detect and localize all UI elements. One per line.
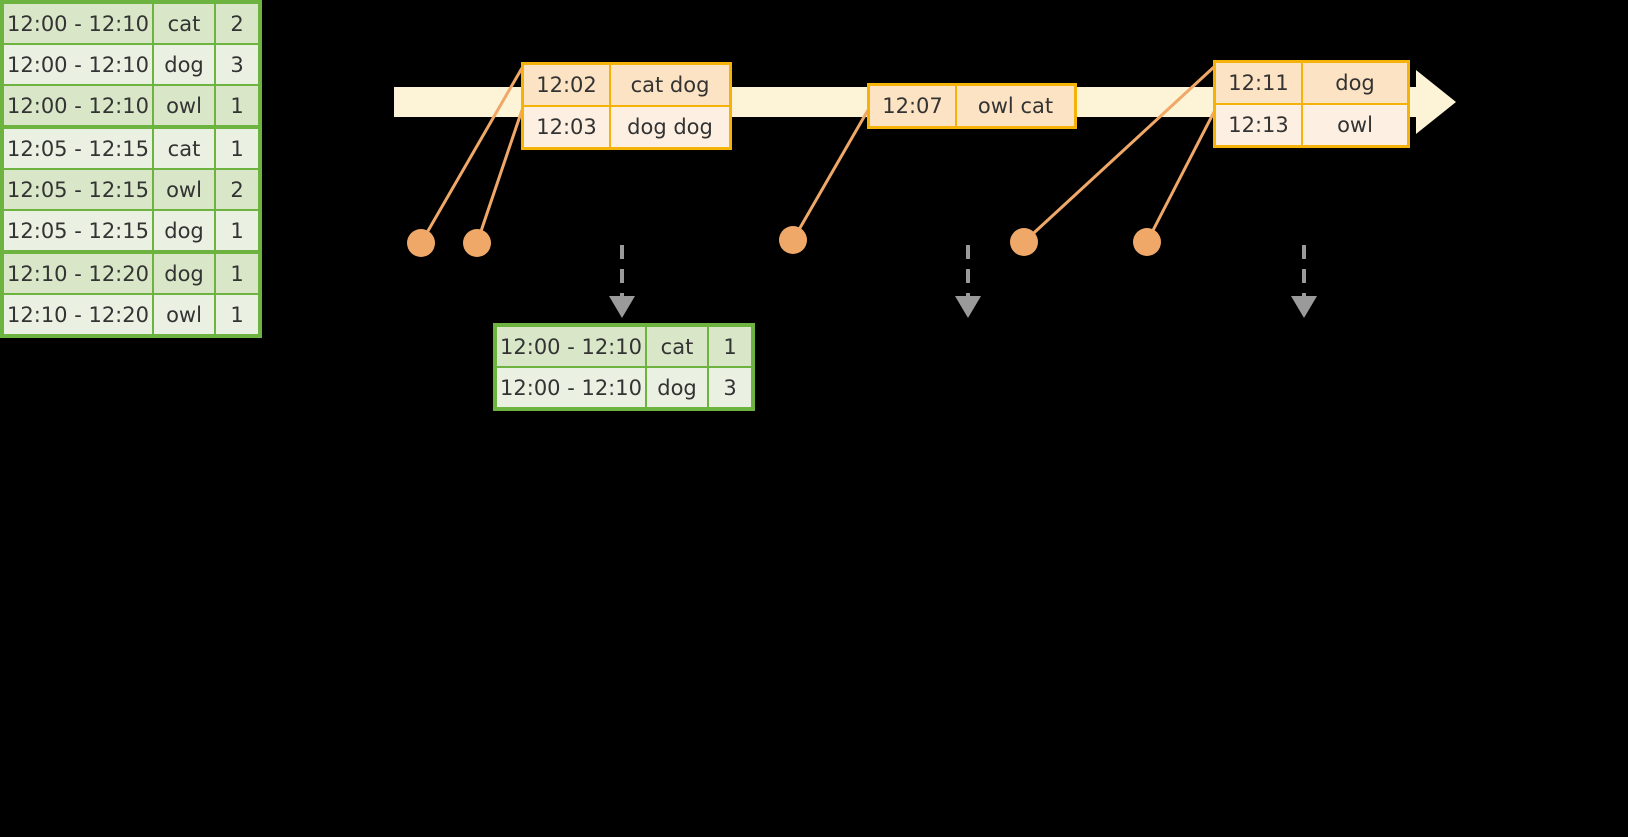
event-value: owl cat <box>957 86 1074 126</box>
event-timestamp: 12:03 <box>524 107 611 147</box>
event-timestamp: 12:02 <box>524 65 611 105</box>
connector-lines <box>419 64 1217 244</box>
dashed-arrows <box>609 245 1317 318</box>
event-timestamp: 12:13 <box>1216 105 1303 145</box>
window-range: 12:00 - 12:10 <box>4 86 154 125</box>
window-range: 12:05 - 12:15 <box>4 129 154 168</box>
word-count: 1 <box>216 129 258 168</box>
dashed-arrow-1-head-icon <box>609 296 635 318</box>
word-key: dog <box>154 45 216 84</box>
connector-dot-4 <box>1010 228 1038 256</box>
event-timestamp: 12:11 <box>1216 63 1303 103</box>
word-key: owl <box>154 170 216 209</box>
connector-dot-2 <box>463 229 491 257</box>
word-key: cat <box>154 129 216 168</box>
word-count: 1 <box>216 211 258 250</box>
word-count: 2 <box>216 170 258 209</box>
word-key: cat <box>647 327 709 366</box>
word-key: dog <box>647 368 709 407</box>
word-count: 1 <box>216 86 258 125</box>
timeline-arrowhead-icon <box>1416 70 1456 134</box>
window-range: 12:10 - 12:20 <box>4 295 154 334</box>
event-value: owl <box>1303 105 1407 145</box>
window-range: 12:00 - 12:10 <box>497 368 647 407</box>
connector-line-5 <box>1145 109 1217 243</box>
word-key: owl <box>154 86 216 125</box>
dashed-arrow-2-head-icon <box>955 296 981 318</box>
window-range: 12:00 - 12:10 <box>497 327 647 366</box>
window-range: 12:00 - 12:10 <box>4 45 154 84</box>
window-range: 12:00 - 12:10 <box>4 4 154 43</box>
dashed-arrow-3-head-icon <box>1291 296 1317 318</box>
window-range: 12:10 - 12:20 <box>4 254 154 293</box>
connector-line-1 <box>419 67 524 244</box>
connector-dot-3 <box>779 226 807 254</box>
word-key: dog <box>154 211 216 250</box>
connector-dots <box>407 226 1161 257</box>
word-count: 3 <box>216 45 258 84</box>
window-range: 12:05 - 12:15 <box>4 211 154 250</box>
connector-line-3 <box>791 109 870 241</box>
connector-line-4 <box>1022 64 1217 244</box>
word-count: 1 <box>709 327 751 366</box>
event-value: cat dog <box>611 65 729 105</box>
word-count: 2 <box>216 4 258 43</box>
word-key: owl <box>154 295 216 334</box>
event-value: dog <box>1303 63 1407 103</box>
word-key: dog <box>154 254 216 293</box>
word-count: 1 <box>216 295 258 334</box>
connector-dot-5 <box>1133 228 1161 256</box>
word-count: 3 <box>709 368 751 407</box>
window-range: 12:05 - 12:15 <box>4 170 154 209</box>
word-key: cat <box>154 4 216 43</box>
word-count: 1 <box>216 254 258 293</box>
connector-dot-1 <box>407 229 435 257</box>
event-value: dog dog <box>611 107 729 147</box>
event-timestamp: 12:07 <box>870 86 957 126</box>
connector-line-2 <box>475 109 524 244</box>
